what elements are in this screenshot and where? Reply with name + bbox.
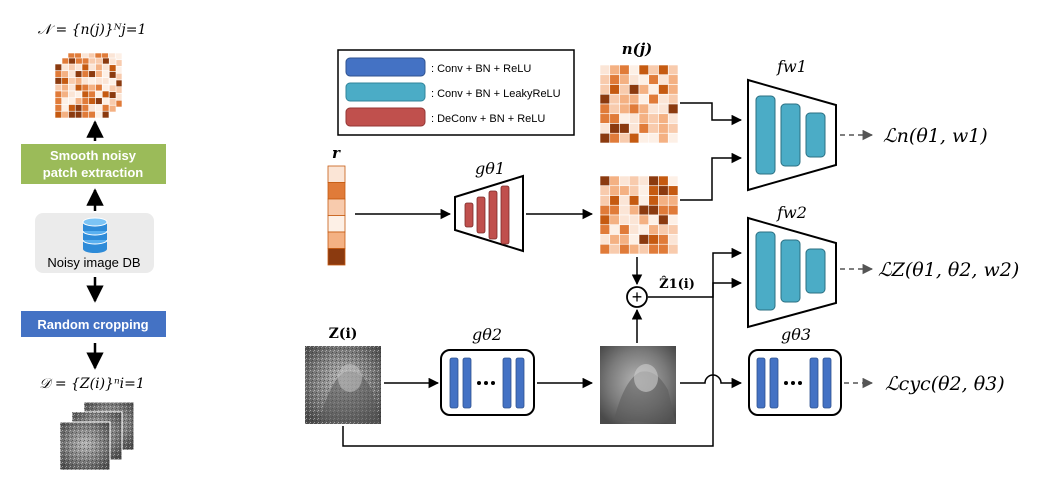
left-pipeline: 𝒩 = {n(j)}ᴺj=1 Smooth noisy patch extrac… [21,22,166,471]
denoised-image [600,346,676,424]
sum-node: + [626,286,648,308]
cropping-box [21,311,166,337]
extraction-label-line1: Smooth noisy [50,148,137,163]
legend-label-conv-leakyrelu: : Conv + BN + LeakyReLU [431,88,561,100]
g-theta1-label: gθ1 [475,159,505,178]
z-i-label: Z(i) [329,326,358,342]
arrow-gen-to-fw1 [680,152,743,201]
g-theta2-label: gθ2 [472,325,502,344]
extraction-box [21,144,166,184]
data-set-label: 𝒟 = {Z(i)}ⁿi=1 [39,376,145,392]
cropped-image-stack [59,401,135,471]
plus-symbol: + [632,287,643,307]
loss-cyc: ℒcyc(θ2, θ3) [885,373,1005,395]
noise-set-label: 𝒩 = {n(j)}ᴺj=1 [38,22,147,38]
r-label: r [332,144,341,162]
legend: : Conv + BN + ReLU : Conv + BN + LeakyRe… [337,49,575,136]
legend-swatch-deconv-relu [345,107,426,127]
legend-swatch-conv-leakyrelu [345,82,426,102]
arrow-nj-to-fw1 [680,102,743,126]
g-theta2-block [440,349,535,416]
loss-z: ℒZ(θ1, θ2, w2) [878,259,1019,281]
f-w1-label: fw1 [776,57,807,76]
f-w1-block [747,78,837,192]
arrow-clean-to-g3 [680,374,743,389]
g-theta3-label: gθ3 [781,325,811,344]
legend-label-deconv-relu: : DeConv + BN + ReLU [431,113,545,125]
noise-patch-front [54,63,110,119]
f-w2-label: fw2 [776,203,807,222]
g-theta1-block [454,174,524,253]
f-w2-block [747,216,837,329]
nj-label: n(j) [622,40,653,58]
cropping-label: Random cropping [37,317,148,332]
legend-swatch-conv-relu [345,57,426,77]
noisy-input-image [305,346,381,424]
g-theta3-block [748,349,842,416]
loss-n: ℒn(θ1, w1) [883,125,988,147]
generated-noise-patch [599,175,679,255]
extraction-label-line2: patch extraction [43,165,143,180]
nj-noise-patch [599,64,679,144]
r-vector [327,165,346,266]
z-hat-label: Ẑ1(i) [659,276,695,292]
database-icon [82,217,108,253]
arrow-z-to-fw2 [342,247,743,447]
db-label: Noisy image DB [47,255,140,270]
legend-label-conv-relu: : Conv + BN + ReLU [431,63,531,75]
noise-patch-stack [54,52,123,119]
